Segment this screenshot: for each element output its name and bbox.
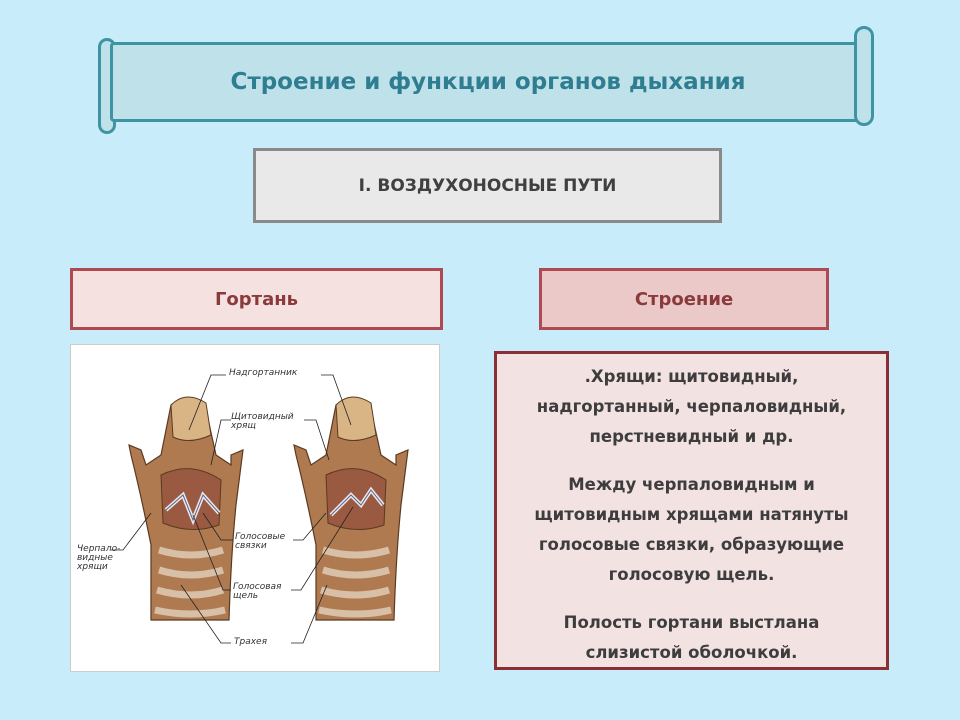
larynx-left-view bbox=[128, 396, 244, 621]
title-banner bbox=[110, 42, 870, 122]
structure-description: .Хрящи: щитовидный, надгортанный, черпал… bbox=[494, 351, 889, 670]
larynx-label: Гортань bbox=[70, 268, 443, 330]
structure-label: Строение bbox=[539, 268, 829, 330]
trachea-label: Трахея bbox=[234, 637, 268, 647]
glottis-label: Голосовая щель bbox=[233, 582, 282, 601]
slide-title: Строение и функции органов дыхания bbox=[230, 69, 746, 95]
cartilages-text: .Хрящи: щитовидный, надгортанный, черпал… bbox=[536, 367, 847, 446]
vocal-folds-label: Голосовые связки bbox=[235, 532, 286, 551]
larynx-drawing bbox=[111, 374, 409, 644]
larynx-illustration: Надгортанник Щитовидный хрящ Голосовые с… bbox=[70, 344, 440, 672]
leader-lines bbox=[111, 374, 354, 644]
section-heading: I. ВОЗДУХОНОСНЫЕ ПУТИ bbox=[253, 148, 722, 223]
thyroid-label: Щитовидный хрящ bbox=[231, 412, 294, 431]
vocal-cords-text: Между черпаловидным и щитовидным хрящами… bbox=[534, 475, 849, 584]
larynx-right-view bbox=[293, 396, 409, 621]
scroll-curl-right bbox=[854, 26, 874, 126]
mucosa-text: Полость гортани выстлана слизистой оболо… bbox=[563, 613, 820, 662]
arytenoid-label: Черпало-видные хрящи bbox=[77, 544, 121, 572]
epiglottis-label: Надгортанник bbox=[229, 368, 298, 378]
